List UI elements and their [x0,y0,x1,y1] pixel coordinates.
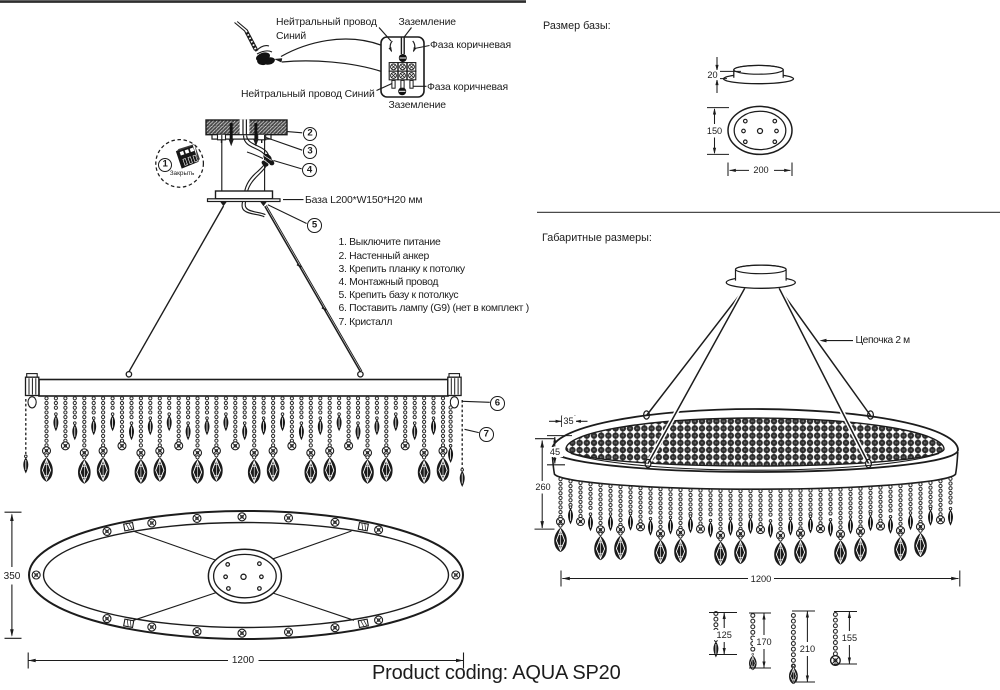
drop-height-dim: 260 [533,482,553,493]
assembly-step-4: 4. Монтажный провод [338,276,439,288]
neutral-wire-bottom-label: Нейтральный провод Синий [241,89,375,101]
strand-detail-figures [709,610,857,685]
assembly-step-5: 5. Крепить базу к потолкус [338,290,459,302]
band-height-dim: 45 [547,446,563,458]
phase-right-bottom-label: Фаза коричневая [427,81,508,93]
callout-4-number: 4 [306,164,313,176]
callout-1-number: 1 [162,158,168,170]
callout-2-number: 2 [307,127,313,139]
base-depth-dim: 150 [702,126,727,137]
assembly-step-6: 6. Поставить лампу (G9) (нет в комплект … [338,303,530,315]
strand-dim-210: 210 [796,643,819,654]
top-view-width-dim: 1200 [229,655,257,667]
page-rules [0,0,1000,213]
neutral-wire-top-label-line2: Синий [276,30,307,42]
wiring-diagram [234,21,430,98]
phase-right-top-label: Фаза коричневая [430,40,511,51]
top-view-figure [4,510,465,669]
callout-1: 1 [157,157,173,173]
base-width-dim: 200 [749,165,773,176]
callout-6: 6 [490,396,505,411]
callout-5-number: 5 [311,219,318,231]
callout-2: 2 [302,126,318,142]
overall-size-figure [534,264,961,587]
product-coding: Product coding: AQUA SP20 [372,661,621,684]
callout-3-number: 3 [307,145,313,157]
overall-width-dim: 1200 [750,574,772,585]
strand-dim-155: 155 [838,632,861,643]
assembly-step-7: 7. Кристалл [338,316,393,328]
assembly-step-3: 3. Крепить планку к потолку [338,263,466,275]
assembly-step-2: 2. Настенный анкер [338,250,430,262]
callout-5: 5 [307,218,322,233]
neutral-wire-top-label-line1: Нейтральный провод [276,16,377,28]
side-view-figure [22,370,490,488]
rim-width-dim: 35 [561,416,576,427]
callout-3: 3 [302,144,318,159]
chain-length-label: Цепочка 2 м [855,335,911,347]
overall-heading: Габаритные размеры: [542,232,652,244]
callout-7-number: 7 [483,428,489,440]
callout-4: 4 [302,162,317,178]
callout-6-number: 6 [494,397,501,409]
top-view-height-dim: 350 [1,570,23,582]
ground-top-label: Заземление [398,17,457,29]
callout-7: 7 [479,427,494,442]
breaker-caption: Закрыть [169,170,195,178]
base-thickness-dim: 20 [705,70,720,81]
ceiling-mount-figure [128,119,363,373]
assembly-step-1: 1. Выключите питание [338,237,441,249]
strand-dim-125: 125 [713,629,736,640]
strand-dim-170: 170 [753,636,775,647]
breaker-icon [175,144,200,169]
base-size-heading: Размер базы: [543,20,611,32]
base-size-figure [707,57,795,176]
base-plate-label: База L200*W150*H20 мм [305,194,423,206]
ground-bottom-label: Заземление [388,100,447,112]
